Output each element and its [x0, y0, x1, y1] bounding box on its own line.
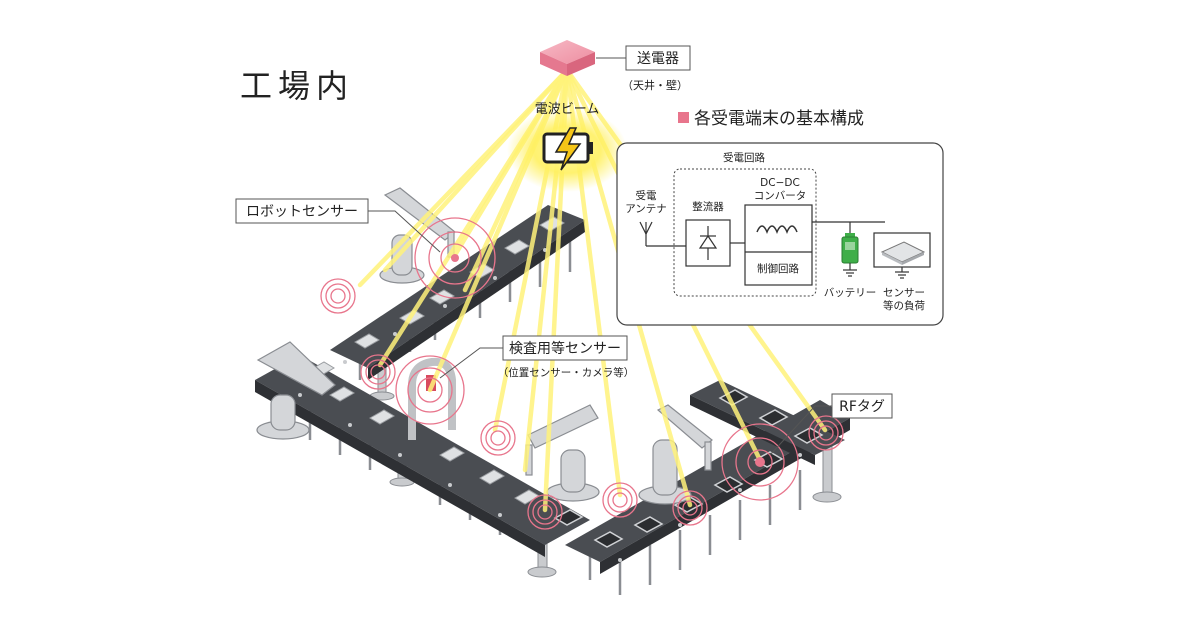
robot-arm-right	[638, 404, 713, 505]
robot-arm-mid	[525, 404, 600, 502]
robot-sensor-label: ロボットセンサー	[246, 204, 358, 220]
diode-icon	[698, 226, 718, 260]
sensor-dots	[451, 254, 765, 467]
conveyor-belt-left	[255, 355, 590, 545]
beam-label: 電波ビーム	[535, 102, 600, 117]
inspection-sensor-sub-label: （位置センサー・カメラ等）	[498, 366, 635, 379]
battery-label: バッテリー	[824, 287, 877, 299]
rf-tag-label-box	[831, 393, 893, 419]
battery-charge-icon	[542, 127, 593, 171]
robot-arm-left	[256, 341, 336, 440]
antenna-label-line2: アンテナ	[625, 203, 667, 215]
dcdc-label-line2: コンバータ	[754, 190, 807, 202]
inspection-sensor-label-box	[502, 335, 628, 361]
load-label-line2: 等の負荷	[883, 299, 925, 312]
robot-sensor-label-box	[235, 198, 369, 224]
load-label-line1: センサー	[883, 287, 925, 299]
ground-icon-load	[895, 267, 909, 279]
receiving-circuit-dotted-frame	[673, 168, 817, 297]
dcdc-label-line1: DC−DC	[760, 177, 800, 189]
control-circuit-label: 制御回路	[757, 262, 799, 275]
sensor-rings	[320, 217, 844, 530]
heading-marker	[678, 112, 689, 123]
antenna-label-line1: 受電	[636, 190, 657, 202]
transmitter-label-box	[625, 45, 691, 71]
inspection-gate	[408, 357, 456, 440]
antenna-icon	[639, 221, 686, 247]
rectifier-label: 整流器	[692, 200, 724, 213]
transmitter-sub-label: （天井・壁）	[622, 78, 688, 92]
conveyor-system	[255, 205, 850, 595]
rf-tag-label: RFタグ	[839, 399, 885, 415]
inspection-sensor-label: 検査用等センサー	[509, 340, 621, 357]
transmitter-box	[540, 40, 595, 76]
belt-rollers	[298, 248, 802, 562]
transmitter-label: 送電器	[637, 51, 679, 67]
ground-icon-battery	[843, 263, 857, 277]
inductor-coil-icon	[756, 225, 798, 234]
dcdc-converter-box	[744, 204, 813, 286]
circuit-panel: 各受電端末の基本構成 受電回路 受電 アンテナ 整流器 DC−DC コンバータ …	[616, 109, 944, 326]
circuit-heading: 各受電端末の基本構成	[694, 109, 864, 129]
page-title: 工場内	[240, 67, 354, 105]
sensor-board-icon	[880, 241, 926, 265]
receiving-circuit-label: 受電回路	[723, 151, 765, 164]
battery-icon	[841, 233, 859, 264]
belt-items-dark	[553, 389, 824, 548]
